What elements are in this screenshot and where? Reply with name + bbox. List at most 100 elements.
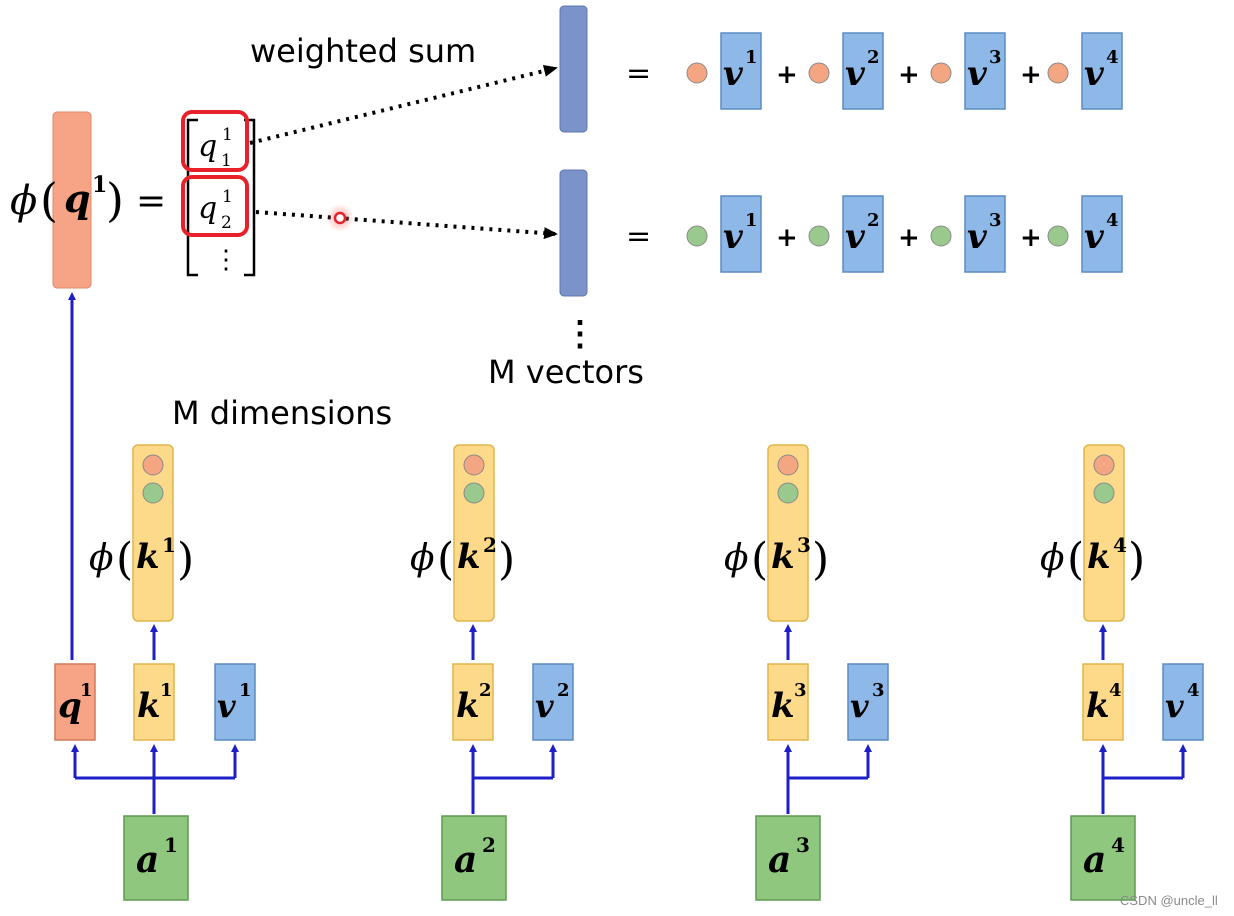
- value-sup: 3: [989, 210, 1002, 231]
- q-column-vector: q 1 1 q 1 2 ⋮: [181, 110, 256, 277]
- right-bracket: [244, 118, 256, 277]
- phi-k-vector: [453, 444, 495, 622]
- q-entry-2-sup: 1: [222, 187, 233, 207]
- phi-open-paren: (: [40, 173, 58, 227]
- equals-sign: =: [626, 56, 651, 91]
- value-vector: [720, 32, 762, 110]
- phi-k-sup: 1: [162, 533, 176, 557]
- key-letter: k: [137, 686, 161, 726]
- phi-k-sup: 4: [1113, 533, 1127, 557]
- input-letter: a: [454, 839, 477, 881]
- weight-dot: [1047, 225, 1069, 247]
- query-vector: [54, 663, 96, 741]
- phi-symbol: ϕ: [10, 178, 37, 224]
- m-dimensions-label: M dimensions: [172, 394, 392, 432]
- weight-dot: [930, 62, 952, 84]
- value-letter: v: [1084, 54, 1105, 94]
- input-vector: [755, 815, 821, 901]
- value-sup: 4: [1106, 210, 1119, 231]
- value-sup: 2: [867, 210, 880, 231]
- value-letter: v: [535, 687, 554, 725]
- input-sup: 1: [164, 833, 178, 857]
- value-sup: 3: [872, 680, 885, 701]
- phi-k-phi: ϕ: [410, 538, 435, 579]
- weight-dot: [808, 225, 830, 247]
- phi-q-letter: q: [64, 176, 91, 221]
- phi-k-letter: k: [136, 537, 160, 577]
- weight-dot: [808, 62, 830, 84]
- phi-k-open-paren: (: [1067, 534, 1084, 585]
- phi-k-letter: k: [457, 537, 481, 577]
- value-vector: [532, 663, 574, 741]
- weight-dot: [686, 225, 708, 247]
- value-letter: v: [845, 217, 866, 257]
- plus-sign: +: [776, 223, 798, 253]
- value-sup: 1: [745, 47, 758, 68]
- value-sup: 4: [1106, 47, 1119, 68]
- key-sup: 2: [479, 680, 492, 701]
- phi-k-sup: 2: [483, 533, 497, 557]
- phi-q-vector: [52, 111, 92, 289]
- value-vector: [842, 195, 884, 273]
- phi-k-close-paren: ): [812, 534, 829, 585]
- key-vector: [452, 663, 494, 741]
- input-vector: [123, 815, 189, 901]
- watermark: CSDN @uncle_ll: [1120, 893, 1218, 908]
- key-sup: 4: [1109, 680, 1122, 701]
- key-vector: [1082, 663, 1124, 741]
- value-vector: [214, 663, 256, 741]
- plus-sign: +: [1020, 223, 1042, 253]
- input-sup: 4: [1111, 833, 1125, 857]
- phi-q-equals: =: [136, 181, 166, 222]
- value-sup: 3: [989, 47, 1002, 68]
- value-letter: v: [850, 687, 869, 725]
- q-entry-2-letter: q: [198, 191, 217, 226]
- key-vector: [133, 663, 175, 741]
- weight-dot: [1047, 62, 1069, 84]
- laser-pointer: [326, 204, 354, 232]
- output-vector-1: [559, 5, 588, 133]
- value-vector: [1081, 32, 1123, 110]
- q-entry-1-highlight: [181, 110, 249, 172]
- key-letter: k: [1086, 686, 1110, 726]
- feature-dot-green: [777, 482, 799, 504]
- left-bracket: [186, 118, 198, 277]
- plus-sign: +: [898, 60, 920, 90]
- input-letter: a: [136, 839, 159, 881]
- value-vector: [1162, 663, 1204, 741]
- q-entry-2-highlight: [181, 175, 249, 237]
- phi-k-phi: ϕ: [724, 538, 749, 579]
- value-vector: [720, 195, 762, 273]
- feature-dot-green: [1093, 482, 1115, 504]
- input-letter: a: [1083, 839, 1106, 881]
- key-letter: k: [456, 686, 480, 726]
- value-vector: [1081, 195, 1123, 273]
- phi-k-open-paren: (: [437, 534, 454, 585]
- output-vdots: ⋮: [563, 314, 597, 354]
- dotted-arrow-2: [255, 210, 558, 240]
- phi-k-letter: k: [1087, 537, 1111, 577]
- value-vector: [964, 195, 1006, 273]
- phi-k-open-paren: (: [751, 534, 768, 585]
- input-letter: a: [768, 839, 791, 881]
- key-sup: 1: [160, 680, 173, 701]
- value-sup: 2: [557, 680, 570, 701]
- plus-sign: +: [898, 223, 920, 253]
- value-letter: v: [845, 54, 866, 94]
- phi-k-close-paren: ): [1128, 534, 1145, 585]
- value-sup: 1: [745, 210, 758, 231]
- phi-k-phi: ϕ: [1040, 538, 1065, 579]
- input-sup: 2: [482, 833, 496, 857]
- phi-q-sup: 1: [92, 172, 107, 198]
- value-vector: [847, 663, 889, 741]
- q-entry-1-sub: 1: [221, 151, 232, 171]
- q-entry-vdots: ⋮: [213, 245, 239, 275]
- input-sup: 3: [796, 833, 810, 857]
- weighted-sum-label: weighted sum: [250, 32, 476, 70]
